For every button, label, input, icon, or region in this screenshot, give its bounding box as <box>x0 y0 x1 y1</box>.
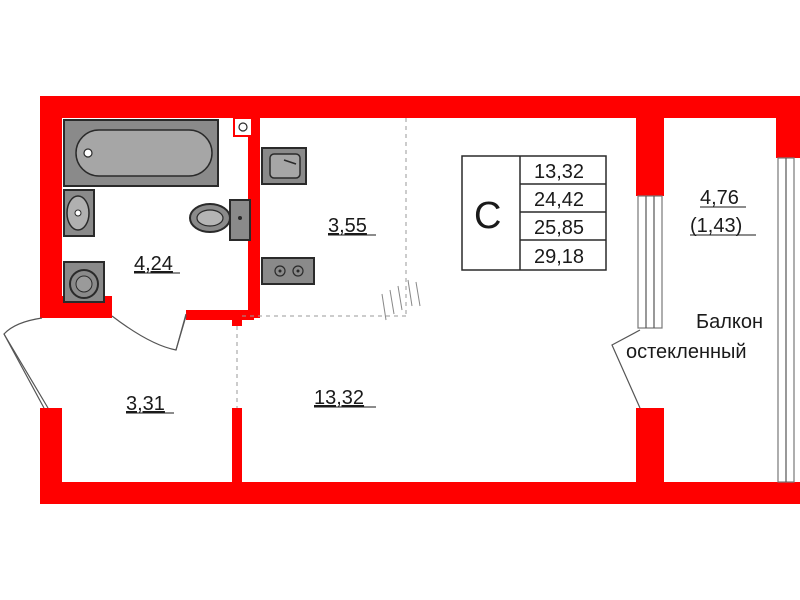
balcony-area-label: 4,76 <box>700 187 739 209</box>
bathroom-area-label: 4,24 <box>134 253 173 275</box>
entry-door-swing <box>3 317 49 409</box>
riser-box <box>233 117 253 137</box>
washing-machine <box>63 261 105 303</box>
window-frame <box>637 195 663 329</box>
legend-letter: С <box>474 195 501 237</box>
entry-area-label: 3,31 <box>126 393 165 415</box>
balcony-door-swing <box>611 329 641 409</box>
openings <box>3 157 795 483</box>
cooktop <box>261 257 315 285</box>
living-area-label: 13,32 <box>314 387 364 409</box>
toilet <box>189 199 251 241</box>
hall-area-label: 3,55 <box>328 215 367 237</box>
area-legend: С 13,32 24,42 25,85 29,18 <box>461 155 607 271</box>
wardrobe-doors <box>381 279 421 321</box>
balcony-area-coef-label: (1,43) <box>690 215 742 237</box>
balcony-title-line2: остекленный <box>626 341 747 363</box>
kitchen-sink <box>261 147 307 185</box>
legend-value: 24,42 <box>534 189 584 211</box>
washbasin <box>63 189 95 237</box>
bathtub <box>63 119 219 187</box>
zone-lines <box>236 118 421 408</box>
walls <box>40 96 800 504</box>
bathroom-door-swing <box>111 315 187 351</box>
legend-value: 29,18 <box>534 246 584 268</box>
legend-value: 13,32 <box>534 161 584 183</box>
legend-value: 25,85 <box>534 217 584 239</box>
balcony-title-line1: Балкон <box>696 311 763 333</box>
